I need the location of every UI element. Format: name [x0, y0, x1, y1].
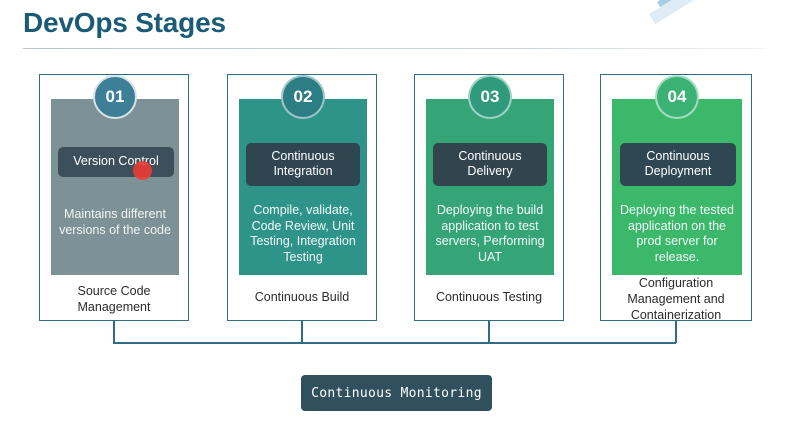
connector-bus [113, 342, 676, 344]
stage-card-4[interactable]: 04 Continuous Deployment Deploying the t… [600, 74, 752, 322]
continuous-monitoring-label: Continuous Monitoring [311, 385, 482, 401]
stage-number-badge-1: 01 [93, 75, 137, 119]
stage-title-pill-3: Continuous Delivery [433, 143, 547, 186]
connector-drop-1 [113, 321, 115, 343]
stage-card-1[interactable]: 01 Version Control Maintains different v… [39, 74, 189, 321]
title-divider [23, 48, 763, 49]
stage-description-4: Deploying the tested application on the … [620, 203, 734, 264]
stage-caption-3: Continuous Testing [435, 290, 543, 304]
stage-title-pill-1: Version Control [58, 147, 174, 177]
stage-card-3[interactable]: 03 Continuous Delivery Deploying the bui… [414, 74, 564, 321]
connector-drop-4 [675, 321, 677, 343]
stage-panel-4: 04 Continuous Deployment Deploying the t… [612, 75, 742, 275]
ribbon-stripe-3 [657, 0, 789, 12]
connector-drop-3 [488, 321, 490, 343]
stage-description-1: Maintains different versions of the code [59, 207, 171, 237]
stage-panel-2: 02 Continuous Integration Compile, valid… [239, 75, 367, 275]
stage-caption-4: Configuration Management and Containeriz… [627, 276, 725, 322]
stage-card-2[interactable]: 02 Continuous Integration Compile, valid… [227, 74, 377, 321]
stage-number-badge-2: 02 [281, 75, 325, 119]
stage-caption-2: Continuous Build [254, 290, 350, 304]
stage-caption-1: Source Code Management [77, 284, 151, 314]
stage-description-3: Deploying the build application to test … [435, 203, 545, 264]
stage-description-2: Compile, validate, Code Review, Unit Tes… [250, 203, 356, 264]
page-title: DevOps Stages [23, 7, 226, 38]
ribbon-stripe-4 [649, 0, 789, 25]
mouse-cursor-indicator [133, 161, 152, 180]
continuous-monitoring-bar[interactable]: Continuous Monitoring [301, 375, 492, 411]
stage-number-badge-4: 04 [655, 75, 699, 119]
corner-ribbon-decoration [609, 0, 789, 52]
stage-panel-3: 03 Continuous Delivery Deploying the bui… [426, 75, 554, 275]
stage-title-pill-4: Continuous Deployment [620, 143, 736, 186]
connector-drop-2 [301, 321, 303, 343]
stage-number-badge-3: 03 [468, 75, 512, 119]
stage-title-pill-2: Continuous Integration [246, 143, 360, 186]
stage-panel-1: 01 Version Control Maintains different v… [51, 75, 179, 275]
